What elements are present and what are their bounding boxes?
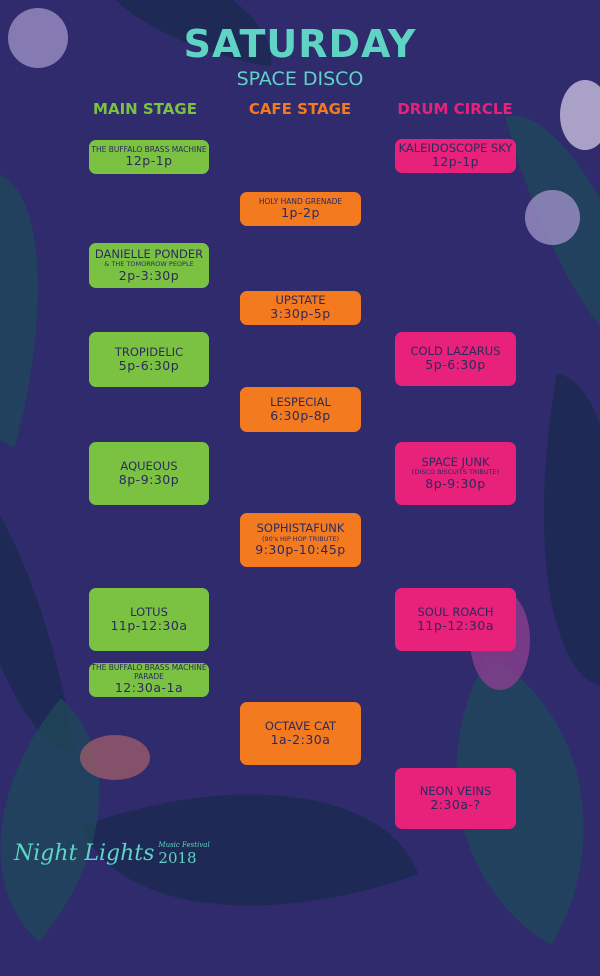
festival-logo: Night Lights Music Festival 2018	[14, 841, 210, 867]
act-time: 12p-1p	[431, 154, 480, 170]
act-time: 6:30p-8p	[270, 407, 331, 423]
act-name: DANIELLE PONDER	[94, 246, 204, 261]
stage-header-main: MAIN STAGE	[93, 100, 197, 118]
act-name: AQUEOUS	[120, 458, 178, 473]
act-time: 8p-9:30p	[425, 475, 486, 491]
logo-name: Night Lights	[14, 841, 155, 866]
act-name: LESPECIAL	[270, 394, 331, 409]
flower-decoration	[8, 8, 68, 68]
act-name: SOPHISTAFUNK	[256, 521, 345, 536]
logo-tag: Music Festival	[158, 841, 210, 849]
flower-decoration	[525, 190, 580, 245]
act-time: 1a-2:30a	[270, 731, 331, 747]
act-name: THE BUFFALO BRASS MACHINE	[91, 144, 207, 154]
act-time: 11p-12:30a	[110, 617, 188, 633]
cafe-stage-slot: SOPHISTAFUNK(90's HIP HOP TRIBUTE)9:30p-…	[240, 513, 361, 567]
act-time: 8p-9:30p	[118, 471, 180, 487]
flower-decoration	[560, 80, 600, 150]
act-name: THE BUFFALO BRASS MACHINE PARADE	[91, 663, 207, 681]
page-subtitle: SPACE DISCO	[236, 68, 364, 90]
act-name: LOTUS	[130, 604, 168, 619]
act-note: (DISCO BISCUITS TRIBUTE)	[411, 468, 500, 477]
act-time: 5p-6:30p	[118, 357, 180, 373]
act-time: 3:30p-5p	[270, 306, 331, 322]
act-name: HOLY HAND GRENADE	[258, 196, 343, 206]
act-name: SPACE JUNK	[421, 454, 490, 469]
act-name: KALEIDOSCOPE SKY	[398, 141, 513, 156]
act-time: 1p-2p	[281, 205, 320, 221]
stage-header-drum: DRUM CIRCLE	[397, 100, 513, 118]
act-name: SOUL ROACH	[417, 604, 494, 619]
drum-stage-slot: SPACE JUNK(DISCO BISCUITS TRIBUTE)8p-9:3…	[395, 442, 516, 505]
act-time: 2:30a-?	[430, 796, 481, 812]
act-time: 5p-6:30p	[425, 357, 486, 373]
act-time: 2p-3:30p	[118, 267, 180, 283]
mushroom-decoration	[80, 735, 150, 780]
act-name: NEON VEINS	[419, 783, 492, 798]
page-title: SATURDAY	[183, 22, 417, 66]
act-note: (90's HIP HOP TRIBUTE)	[261, 534, 340, 543]
act-name: COLD LAZARUS	[410, 344, 501, 359]
act-time: 12p-1p	[125, 153, 173, 169]
act-name: UPSTATE	[275, 293, 326, 308]
act-name: TROPIDELIC	[114, 344, 184, 359]
act-time: 9:30p-10:45p	[255, 542, 346, 558]
logo-year: 2018	[158, 848, 197, 867]
logo-side: Music Festival 2018	[158, 841, 210, 867]
leaf-decoration	[0, 172, 83, 448]
act-note: & THE TOMORROW PEOPLE	[104, 260, 194, 269]
act-time: 11p-12:30a	[416, 617, 495, 633]
act-time: 12:30a-1a	[114, 680, 184, 696]
act-name: OCTAVE CAT	[264, 718, 337, 733]
stage-header-cafe: CAFE STAGE	[248, 100, 352, 118]
